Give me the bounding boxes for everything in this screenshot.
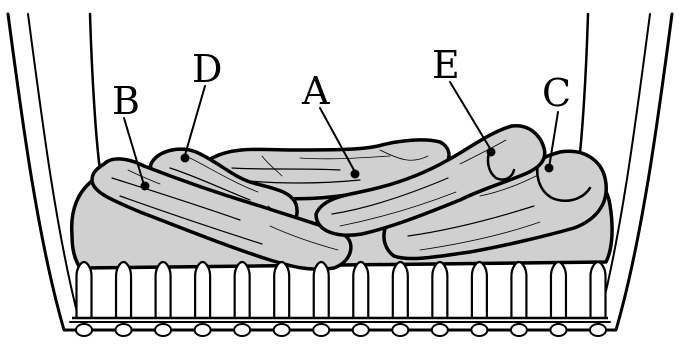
labels: A B C D E [112, 43, 571, 123]
grate-bar [471, 262, 487, 336]
leader-dot-e [487, 148, 496, 157]
grate-bar [155, 262, 171, 336]
grate-bar [76, 262, 92, 336]
label-d: D [192, 47, 222, 91]
grate-bar [432, 262, 448, 336]
label-c: C [542, 71, 571, 115]
leader-dot-d [181, 154, 190, 163]
grate-bar [274, 262, 290, 336]
grate-bar [550, 262, 566, 336]
grate-bar [353, 262, 369, 336]
grate-bar [234, 262, 250, 336]
grate-bar [590, 262, 606, 336]
label-a: A [301, 69, 330, 113]
leader-line-e [450, 82, 491, 150]
label-b: B [112, 79, 140, 123]
grate-bar [195, 262, 211, 336]
leader-dot-a [351, 170, 360, 179]
leader-dot-c [545, 164, 554, 173]
leader-line-d [185, 86, 205, 155]
grate-bar [392, 262, 408, 336]
grate-bar [116, 262, 132, 336]
grate-bar [313, 262, 329, 336]
leader-dot-b [141, 182, 150, 191]
label-e: E [432, 43, 460, 87]
grate-bar [511, 262, 527, 336]
grate [72, 262, 608, 336]
